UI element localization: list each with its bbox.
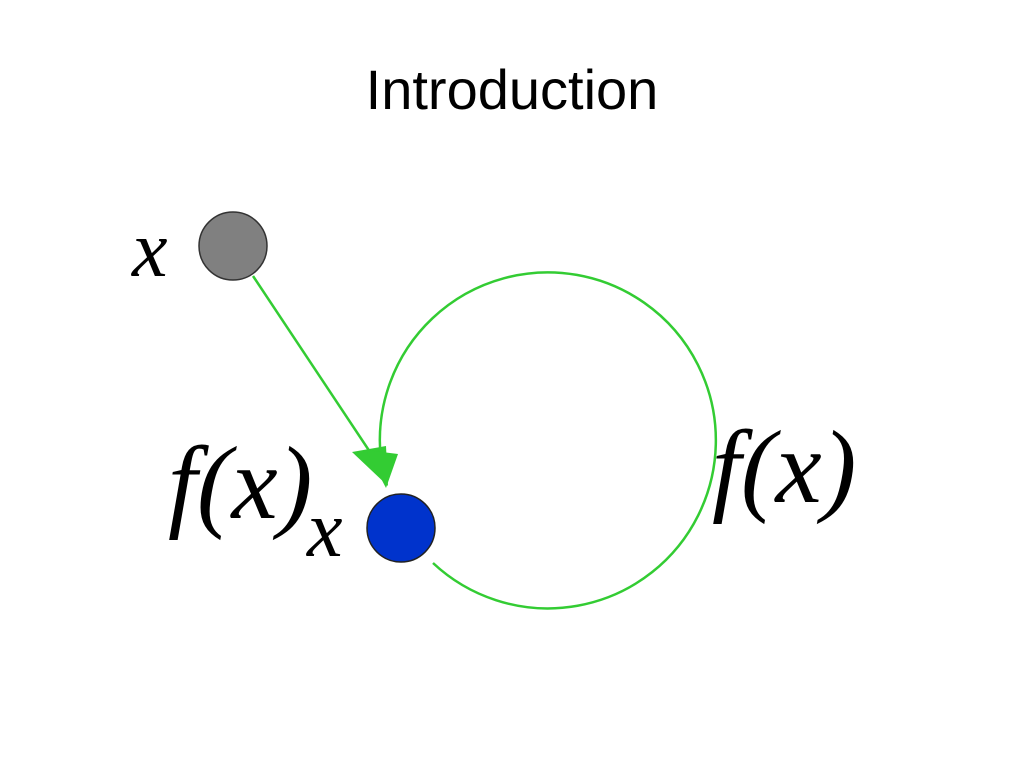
self-loop-arc <box>378 271 718 610</box>
mapping-arrow-line <box>251 275 380 465</box>
input-point-node <box>198 211 268 281</box>
fixed-point-node <box>366 493 436 563</box>
loop-function-label: f(x) <box>712 410 856 525</box>
self-loop-arrow-head <box>366 450 398 488</box>
arrow-function-label: f(x) <box>168 426 312 541</box>
slide-title: Introduction <box>365 58 659 121</box>
input-point-label: x <box>131 206 168 294</box>
fixed-point-label: x <box>306 486 343 574</box>
